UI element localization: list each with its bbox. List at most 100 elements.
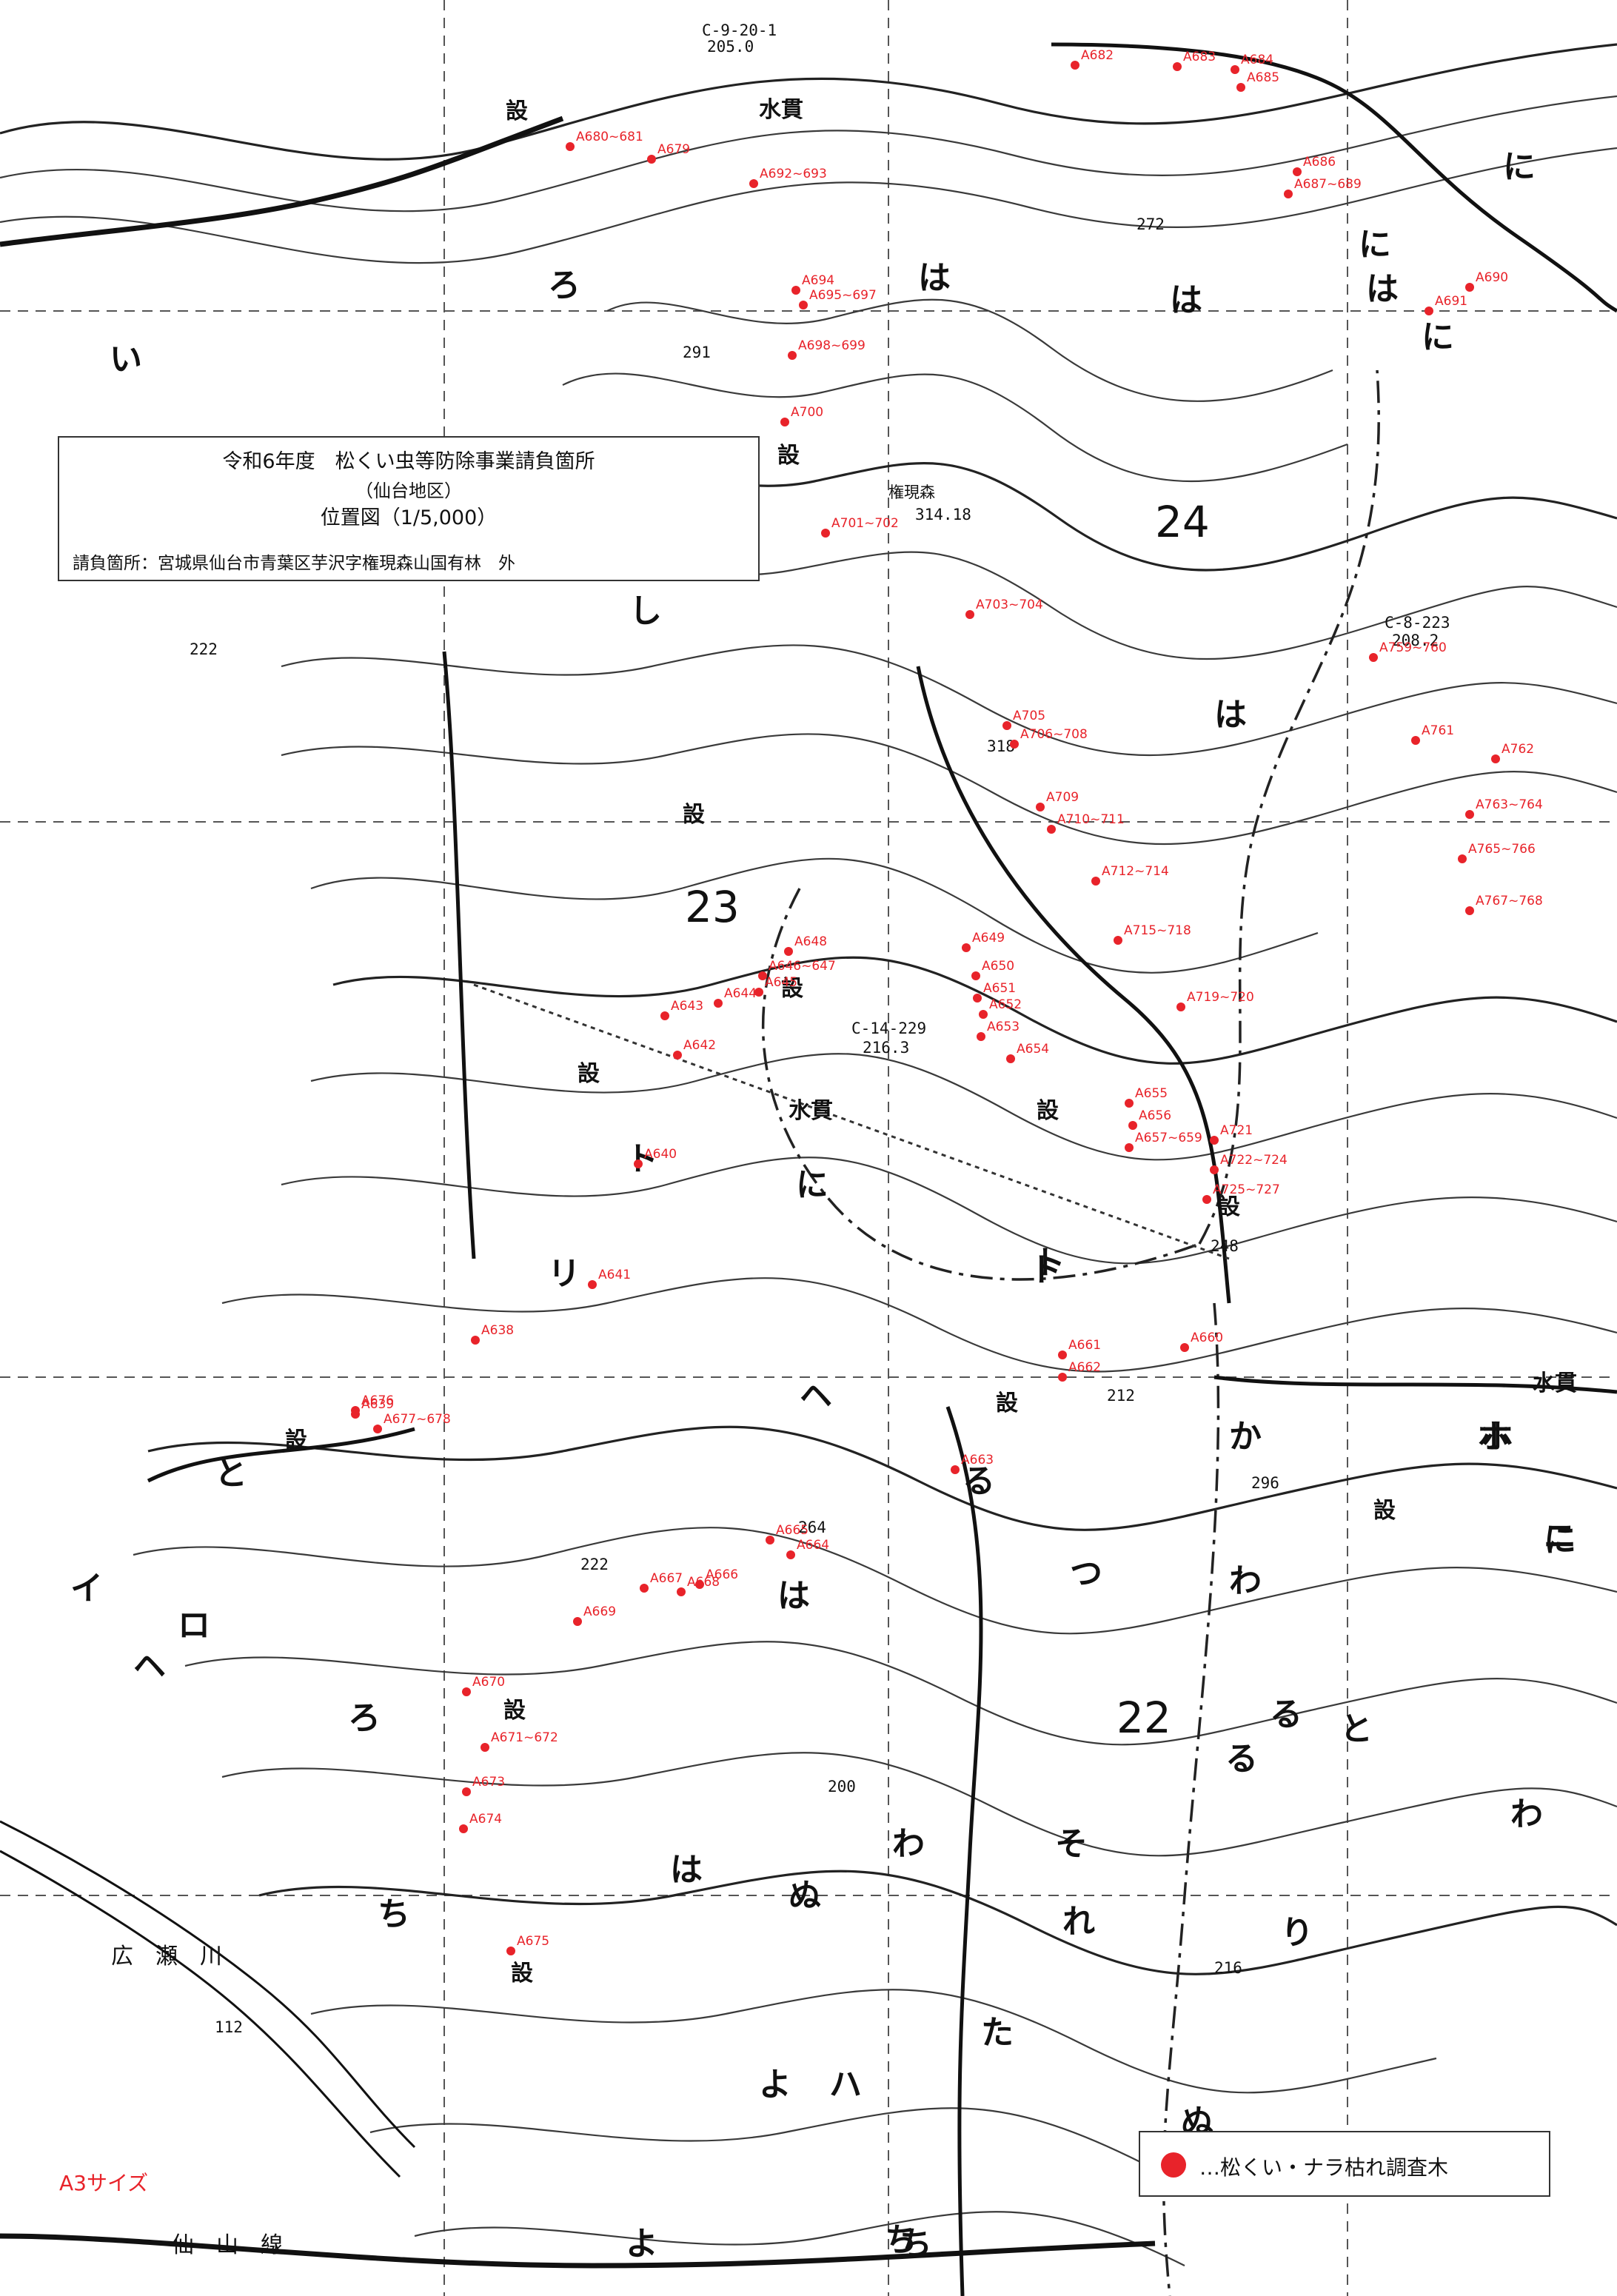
facility-tag: 設 xyxy=(578,1061,600,1087)
survey-tree-marker xyxy=(1176,1003,1185,1011)
survey-tree-label: A669 xyxy=(583,1604,616,1619)
survey-tree-marker xyxy=(1465,906,1474,915)
paper-size-label: A3サイズ xyxy=(59,2171,149,2195)
survey-tree-marker xyxy=(1202,1195,1211,1204)
suikan-label: 水貫 xyxy=(789,1098,833,1124)
survey-tree-marker xyxy=(821,529,830,538)
elevation-label: 248 xyxy=(1211,1237,1239,1255)
survey-tree-label: A676 xyxy=(361,1393,394,1408)
facility-tag: 設 xyxy=(996,1390,1018,1416)
triangulation-right-elev: 208.2 xyxy=(1392,632,1439,649)
survey-tree-label: A695~697 xyxy=(809,288,877,303)
subcompartment-label: ト xyxy=(626,1140,658,1178)
contour-lines xyxy=(0,43,1617,2266)
survey-tree-marker xyxy=(714,999,723,1008)
elevation-label: 222 xyxy=(580,1556,609,1573)
subcompartment-label: ぬ xyxy=(789,1877,821,1915)
subcompartment-label: は xyxy=(918,259,951,297)
survey-tree-marker xyxy=(1293,167,1302,176)
triangulation-top-elev: 205.0 xyxy=(707,38,754,56)
survey-tree-label: A719~720 xyxy=(1187,990,1254,1005)
survey-tree-marker xyxy=(481,1743,489,1752)
survey-tree-label: A684 xyxy=(1241,53,1273,67)
survey-tree-label: A653 xyxy=(987,1020,1020,1034)
survey-tree-label: A685 xyxy=(1247,70,1279,85)
place-labels: C-9-20-1 205.0 権現森 314.18 C-14-229 216.3… xyxy=(111,21,1577,2258)
subcompartment-label: わ xyxy=(892,1825,925,1863)
river-label: 広 瀬 川 xyxy=(111,1944,222,1969)
river xyxy=(0,1820,416,2178)
survey-tree-marker xyxy=(660,1011,669,1020)
survey-tree-label: A767~768 xyxy=(1476,894,1543,908)
elevation-label: 318 xyxy=(987,737,1015,755)
survey-tree-label: A698~699 xyxy=(798,338,866,353)
survey-tree-marker xyxy=(1002,721,1011,730)
subcompartment-label: ハ xyxy=(829,2066,862,2103)
elevation-label: 216 xyxy=(1214,1959,1242,1977)
title-main: 令和6年度 松くい虫等防除事業請負箇所 xyxy=(222,450,595,473)
survey-tree-label: A645 xyxy=(765,975,797,990)
survey-tree-label: A654 xyxy=(1017,1042,1049,1057)
roads xyxy=(0,42,1617,2296)
facility-tag: 設 xyxy=(506,98,528,124)
survey-tree-marker xyxy=(673,1051,682,1060)
elevation-label: 222 xyxy=(190,640,218,658)
subcompartment-label: よ xyxy=(759,2066,791,2103)
survey-tree-label: A650 xyxy=(982,959,1014,974)
survey-tree-marker xyxy=(951,1465,960,1474)
survey-tree-marker xyxy=(1210,1165,1219,1174)
peak-name: 権現森 xyxy=(888,483,935,501)
survey-tree-marker xyxy=(1058,1351,1067,1359)
survey-tree-label: A675 xyxy=(517,1934,549,1949)
survey-tree-marker xyxy=(1424,307,1433,315)
triangulation-top: C-9-20-1 xyxy=(702,21,777,39)
survey-tree-label: A700 xyxy=(791,405,823,420)
survey-tree-marker xyxy=(977,1032,985,1041)
subcompartment-label: れ xyxy=(1062,1903,1095,1941)
subcompartment-label: ロ xyxy=(178,1607,210,1644)
survey-tree-label: A761 xyxy=(1422,723,1454,738)
survey-tree-marker xyxy=(351,1410,360,1419)
legend-label: …松くい・ナラ枯れ調査木 xyxy=(1199,2155,1449,2180)
subcompartment-label: は xyxy=(777,1577,810,1615)
survey-tree-label: A765~766 xyxy=(1468,842,1536,857)
survey-tree-marker xyxy=(1173,62,1182,71)
survey-tree-label: A651 xyxy=(983,981,1016,996)
survey-tree-label: A687~689 xyxy=(1294,177,1362,192)
subcompartment-label: ホ xyxy=(1477,1418,1510,1456)
survey-tree-label: A721 xyxy=(1220,1123,1253,1138)
subcompartment-label: ホ xyxy=(1481,1418,1513,1456)
subcompartment-label: ち xyxy=(900,2225,932,2263)
subcompartment-label: に xyxy=(1544,1522,1576,1559)
subcompartment-label: ヘ xyxy=(133,1647,166,1685)
survey-tree-marker xyxy=(1125,1143,1134,1152)
title-scale: 位置図（1/5,000） xyxy=(320,506,498,529)
title-district: （仙台地区） xyxy=(355,481,462,501)
subcompartment-label: に xyxy=(796,1166,828,1204)
survey-tree-label: A660 xyxy=(1191,1331,1223,1345)
subcompartment-label: ち xyxy=(378,1895,410,1933)
subcompartment-label: よ xyxy=(626,2225,658,2263)
survey-tree-label: A661 xyxy=(1068,1338,1101,1353)
survey-tree-marker xyxy=(766,1536,774,1544)
subcompartment-label: る xyxy=(1225,1740,1258,1778)
subcompartment-label: は xyxy=(1214,696,1247,734)
compartment-23: 23 xyxy=(685,882,740,932)
survey-tree-label: A649 xyxy=(972,931,1005,945)
survey-tree-marker xyxy=(788,351,797,360)
survey-tree-marker xyxy=(1125,1099,1134,1108)
survey-tree-label: A642 xyxy=(683,1038,716,1053)
survey-tree-marker xyxy=(1210,1136,1219,1145)
subcompartment-labels: いろははにはににしはトにリヘとイロヘろトホるはかホわつちはわぬそるれとるたよハり… xyxy=(70,148,1576,2263)
subcompartment-label: は xyxy=(670,1851,703,1889)
subcompartment-label: り xyxy=(1281,1914,1313,1952)
rail-line-label: 仙 山 線 xyxy=(172,2232,283,2258)
survey-tree-label: A762 xyxy=(1502,742,1534,757)
survey-tree-label: A709 xyxy=(1046,790,1079,805)
triangulation-right: C-8-223 xyxy=(1385,614,1450,632)
subcompartment-label: た xyxy=(981,2014,1014,2052)
survey-tree-label: A705 xyxy=(1013,709,1045,723)
survey-tree-label: A759~760 xyxy=(1379,640,1447,655)
subcompartment-label: つ xyxy=(1070,1555,1102,1593)
